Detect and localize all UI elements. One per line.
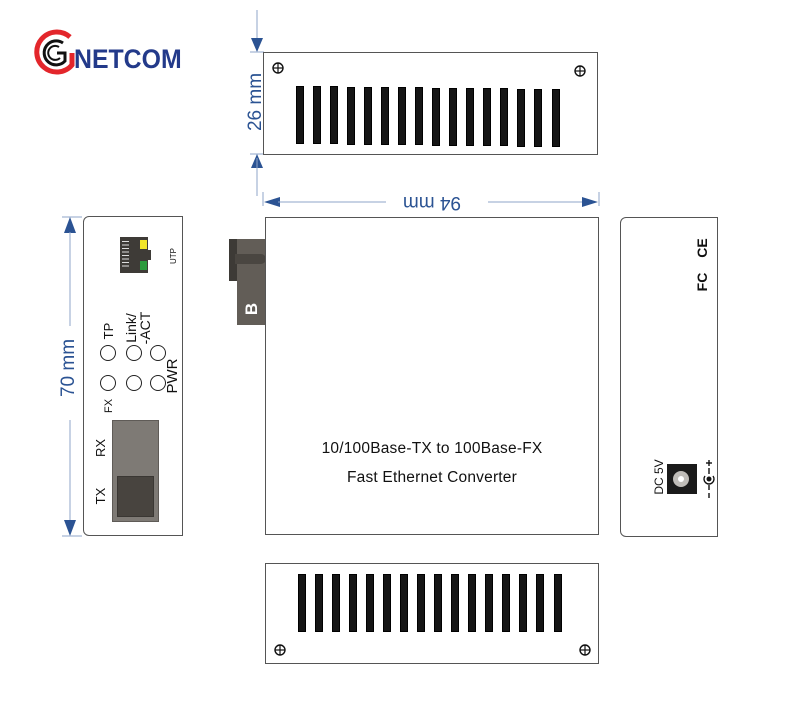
vent-slot [296, 86, 304, 144]
rx-label: RX [93, 438, 108, 458]
vent-slot [517, 89, 525, 147]
vent-slot [381, 87, 389, 145]
rear-panel: CE FC DC 5V [620, 217, 718, 537]
dc-power-jack [667, 464, 697, 494]
screw-icon [579, 644, 591, 656]
fx-label: FX [103, 398, 115, 414]
led-pwr [150, 375, 166, 391]
g-logo-mark-icon [34, 29, 75, 75]
rj45-port-icon [120, 237, 151, 273]
vent-slot [364, 87, 372, 145]
fcc-mark-icon: FC [694, 272, 710, 292]
utp-label: UTP [169, 248, 178, 264]
port-led-green [140, 261, 147, 270]
depth-dimension [62, 216, 82, 537]
vent-slot [534, 89, 542, 147]
polarity-icon [703, 460, 715, 498]
width-dimension-label: 94 mm [402, 192, 462, 213]
vent-slot [383, 574, 391, 632]
vent-slot [330, 86, 338, 144]
vent-slot [347, 87, 355, 145]
connector-b-label: B [242, 302, 261, 316]
front-panel: UTP TP Link/ -ACT PWR FX RX TX [83, 216, 183, 536]
netcom-logo: NETCOM [30, 25, 210, 75]
vent-slot [332, 574, 340, 632]
vent-slot [483, 88, 491, 146]
dc-5v-label: DC 5V [652, 459, 666, 495]
port-led-yellow [140, 240, 147, 249]
tx-label: TX [93, 487, 108, 505]
depth-dimension-label: 70 mm [58, 338, 79, 398]
main-top-view [265, 217, 599, 535]
vent-slot [415, 87, 423, 145]
width-dimension [262, 192, 600, 207]
screw-icon [274, 644, 286, 656]
vent-slot [451, 574, 459, 632]
vent-slot [315, 574, 323, 632]
screw-icon [574, 65, 586, 77]
ce-mark-icon: CE [694, 238, 710, 258]
vent-slot [552, 89, 560, 147]
led-fx [100, 375, 116, 391]
product-title-line2: Fast Ethernet Converter [346, 469, 517, 486]
link-act-label-1: Link/ [123, 313, 139, 343]
vent-slot [349, 574, 357, 632]
link-act-label-2: -ACT [137, 311, 153, 345]
tp-label: TP [101, 322, 116, 340]
vent-slot [434, 574, 442, 632]
vent-slot [366, 574, 374, 632]
vent-slot [519, 574, 527, 632]
vent-slot [417, 574, 425, 632]
vent-slot [536, 574, 544, 632]
vent-slot [502, 574, 510, 632]
vent-slot [400, 574, 408, 632]
vent-slot [468, 574, 476, 632]
fiber-port [112, 420, 159, 522]
product-title-line1: 10/100Base-TX to 100Base-FX [321, 440, 543, 457]
height-dimension [250, 10, 264, 196]
led-tp [100, 345, 116, 361]
vent-slot [449, 88, 457, 146]
screw-icon [272, 62, 284, 74]
bottom-view-panel [265, 563, 599, 664]
brand-name: NETCOM [74, 44, 182, 74]
vent-slot [485, 574, 493, 632]
pwr-label: PWR [164, 358, 181, 394]
vent-slot [466, 88, 474, 146]
fiber-connector-b: B [229, 239, 266, 325]
vent-slot [398, 87, 406, 145]
vent-slot [432, 88, 440, 146]
led-link-act-copper [126, 375, 142, 391]
vent-slot [554, 574, 562, 632]
led-link-act-fiber [126, 345, 142, 361]
fiber-tx-slot [117, 476, 154, 517]
vent-slot [313, 86, 321, 144]
vent-slot [298, 574, 306, 632]
vent-slot [500, 88, 508, 146]
led-pwr-top [150, 345, 166, 361]
top-view-panel [263, 52, 598, 155]
